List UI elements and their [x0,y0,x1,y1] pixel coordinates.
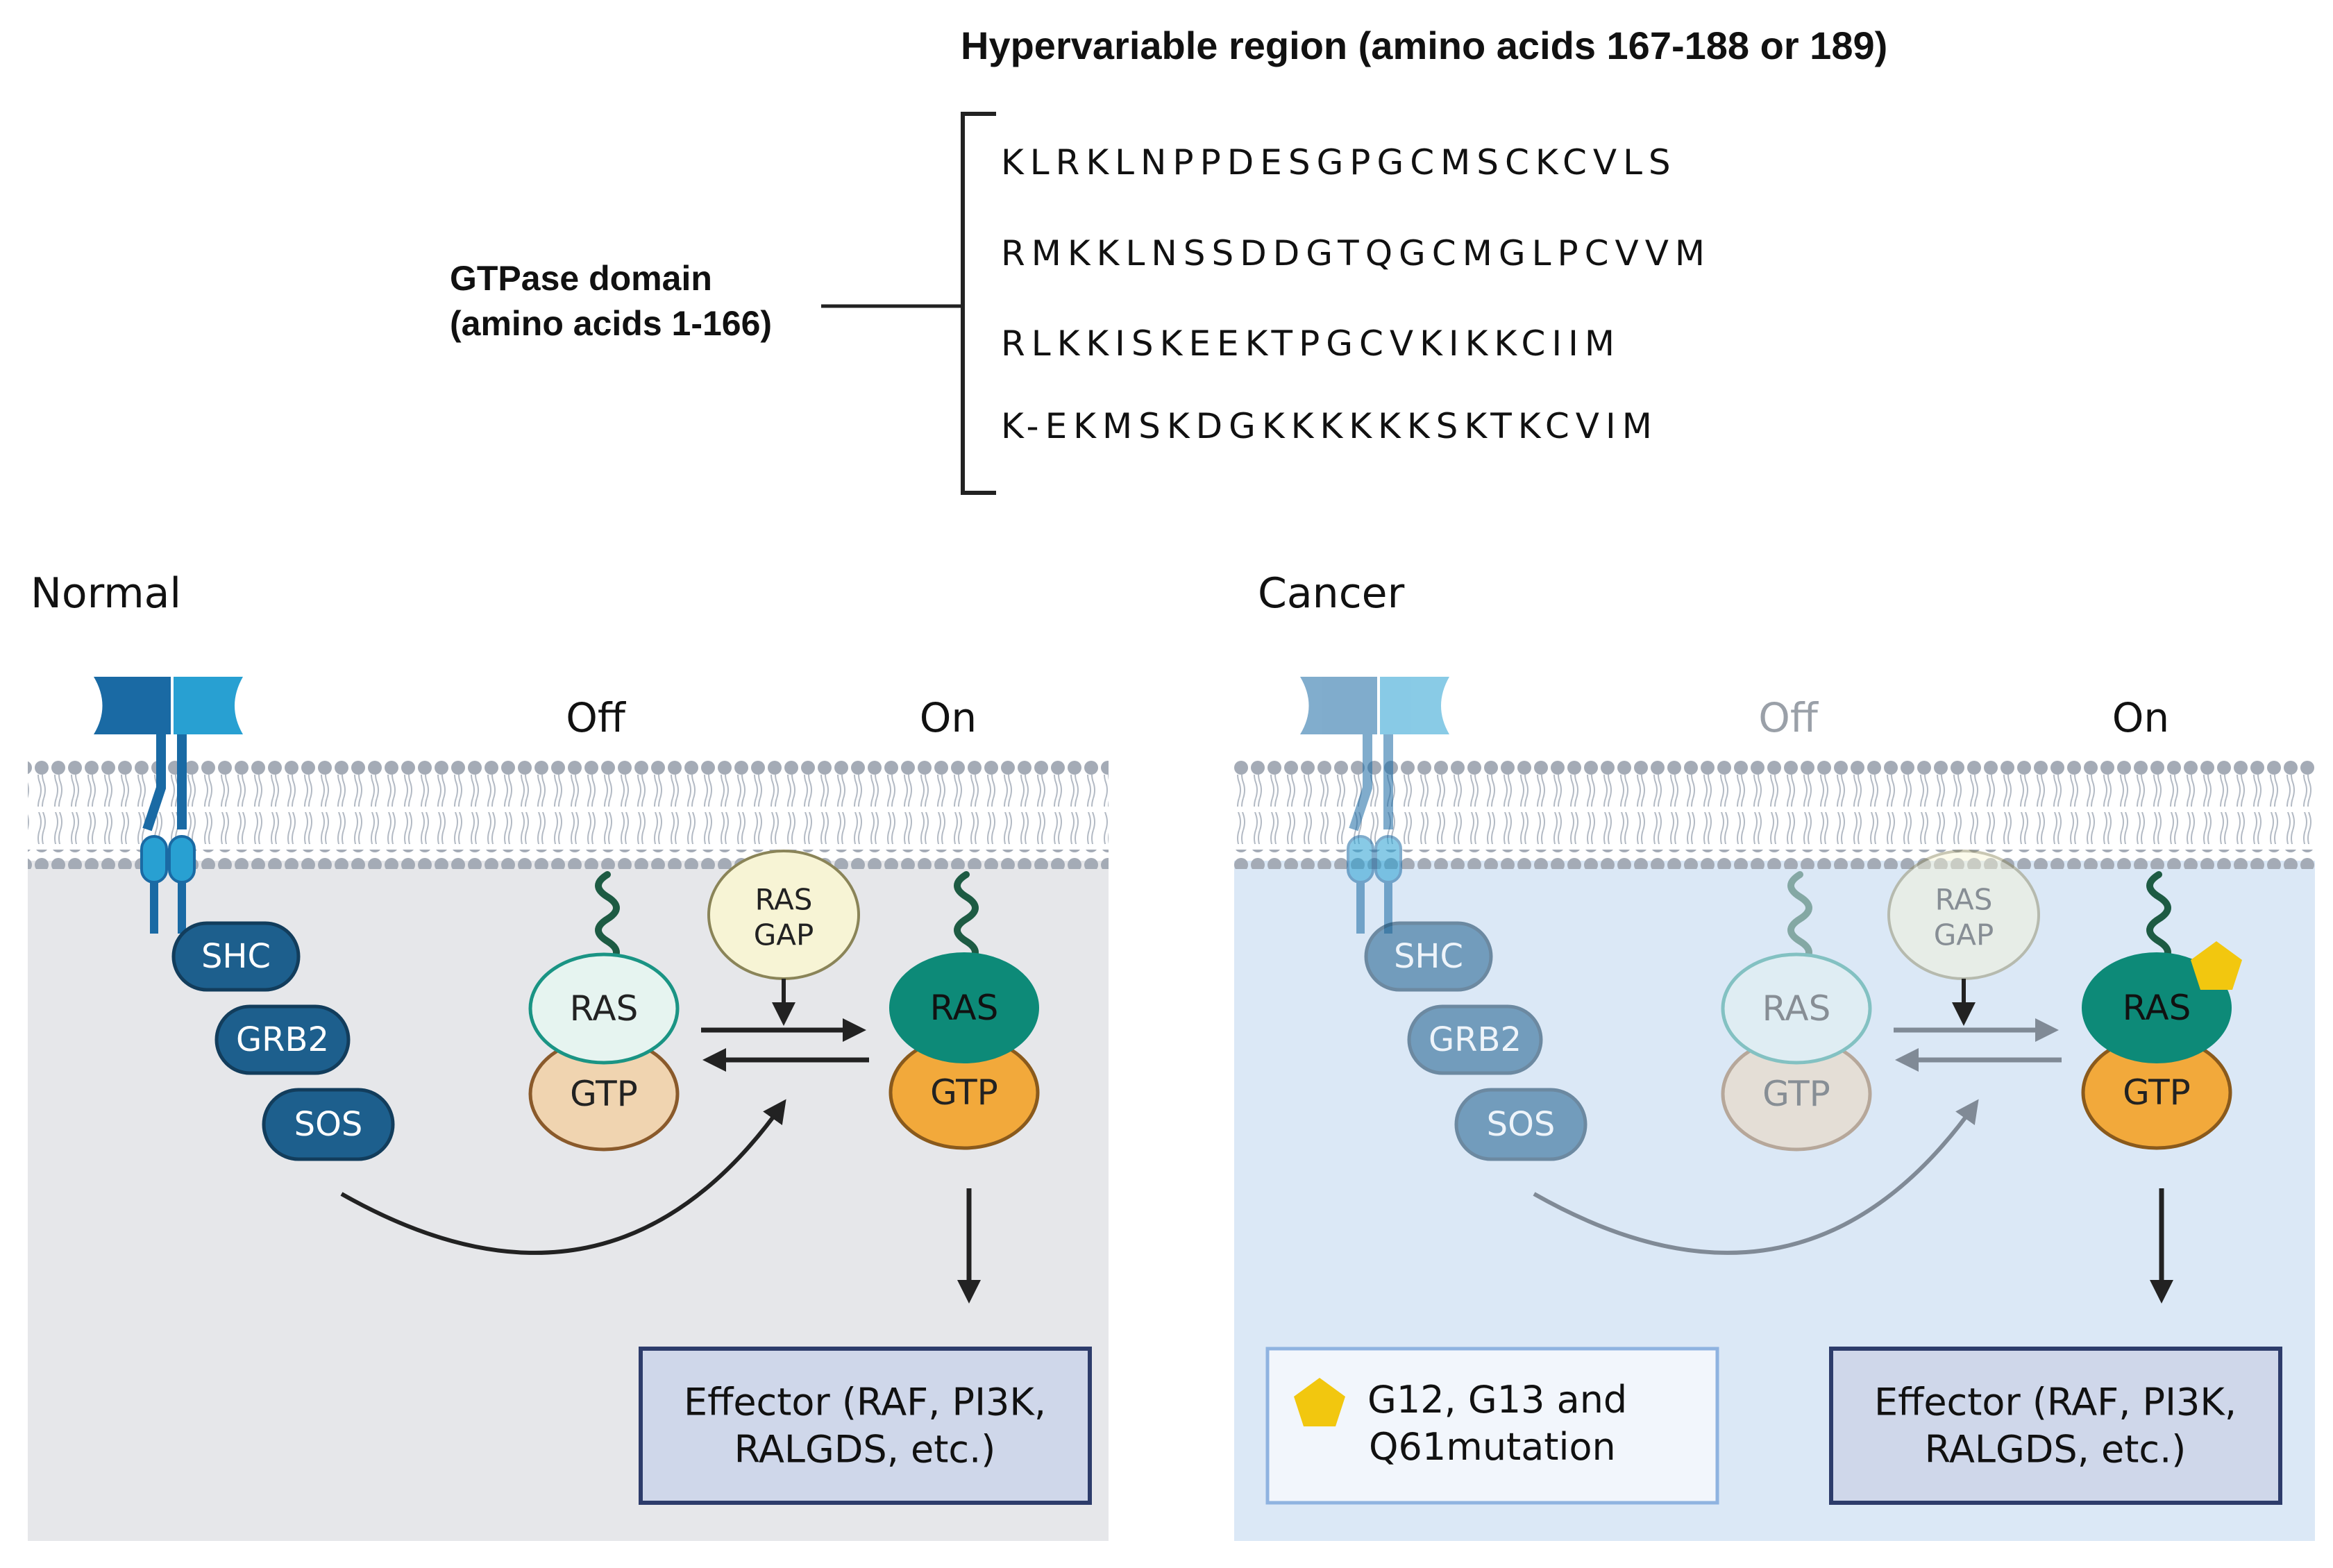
svg-text:RALGDS, etc.): RALGDS, etc.) [1925,1428,2187,1472]
svg-text:RAS: RAS [1935,883,1993,917]
normal-receptor [94,677,243,934]
normal-sos-arrow [340,1099,786,1255]
svg-text:SHC: SHC [201,937,271,976]
normal-lipid-anchor-off [595,871,620,967]
cancer-grb2: GRB2 [1407,1004,1543,1075]
hypervariable-region-title: Hypervariable region (amino acids 167-18… [961,24,1887,67]
sequence-2: RMKKLNSSDDGTQGCMGLPCVVM [1001,233,1711,273]
cancer-effector-box: Effector (RAF, PI3K, RALGDS, etc.) [1829,1347,2282,1505]
normal-ras-on: GTP RAS [888,952,1040,1150]
svg-text:GRB2: GRB2 [1429,1020,1522,1059]
normal-off-label: Off [566,694,627,741]
normal-shc: SHC [171,921,301,992]
svg-text:RAS: RAS [570,988,639,1029]
gtpase-domain-label: GTPase domain [450,259,712,298]
cancer-shc: SHC [1364,921,1493,992]
cancer-membrane [1234,755,2315,869]
svg-text:SOS: SOS [1487,1105,1556,1144]
normal-on-label: On [920,694,977,741]
cancer-off-label: Off [1758,694,1819,741]
normal-sos: SOS [262,1088,395,1161]
cancer-receptor [1300,677,1449,934]
sequence-bracket [961,112,996,495]
cancer-ras-off-group: GTP RAS RAS GAP [1721,850,2040,1152]
cancer-ras-on: GTP RAS [2081,952,2232,1150]
svg-text:GAP: GAP [1934,918,1994,952]
cancer-adaptors: SHC GRB2 SOS [1364,921,1587,1161]
cancer-lipid-anchor-on [2146,871,2171,967]
svg-text:GTP: GTP [1762,1074,1830,1114]
cancer-ras-gap: RAS GAP [1887,850,2040,980]
gtpase-domain-range: (amino acids 1-166) [450,304,772,343]
normal-grb2: GRB2 [214,1004,351,1075]
cancer-title: Cancer [1258,569,1405,618]
cancer-sos-arrow [1533,1099,1979,1255]
svg-text:GAP: GAP [754,918,814,952]
normal-membrane [28,755,1109,869]
cancer-panel: Cancer SHC GRB2 [1234,569,2315,1541]
normal-title: Normal [31,569,181,618]
svg-text:RAS: RAS [755,883,813,917]
svg-text:Effector (RAF, PI3K,: Effector (RAF, PI3K, [684,1381,1046,1424]
svg-text:GRB2: GRB2 [236,1020,329,1059]
mutation-pentagon-icon [2191,941,2242,990]
svg-text:Effector (RAF, PI3K,: Effector (RAF, PI3K, [1874,1381,2237,1424]
cancer-ras-off: GTP RAS [1721,952,1872,1152]
svg-text:SHC: SHC [1394,937,1463,976]
mutation-legend-line2: Q61mutation [1369,1425,1616,1469]
svg-text:GTP: GTP [570,1074,638,1114]
sequence-4: K-EKMSKDGKKKKKKSKTKCVIM [1001,406,1658,446]
sequence-3: RLKKISKEEKTPGCVKIKKCIIM [1001,323,1621,364]
svg-text:GTP: GTP [930,1072,998,1113]
normal-effector-box: Effector (RAF, PI3K, RALGDS, etc.) [639,1347,1092,1505]
hypervariable-region-panel: Hypervariable region (amino acids 167-18… [450,24,1887,495]
svg-text:RAS: RAS [1762,988,1831,1029]
svg-text:SOS: SOS [294,1105,363,1144]
cancer-on-label: On [2112,694,2169,741]
mutation-legend-line1: G12, G13 and [1367,1378,1627,1422]
mutation-legend-box: G12, G13 and Q61mutation [1265,1347,1719,1505]
normal-lipid-anchor-on [954,871,979,967]
cancer-sos: SOS [1454,1088,1587,1161]
sequence-1: KLRKLNPPDESGPGCMSCKCVLS [1001,142,1677,183]
mutation-legend-icon [1294,1378,1345,1426]
svg-text:GTP: GTP [2123,1072,2191,1113]
normal-panel: Normal SHC GRB2 [28,569,1109,1541]
svg-text:RAS: RAS [2123,988,2191,1028]
svg-text:RALGDS, etc.): RALGDS, etc.) [734,1428,996,1472]
normal-ras-off: GTP RAS [528,952,680,1152]
normal-ras-gap: RAS GAP [707,850,860,1026]
svg-text:RAS: RAS [930,988,999,1028]
